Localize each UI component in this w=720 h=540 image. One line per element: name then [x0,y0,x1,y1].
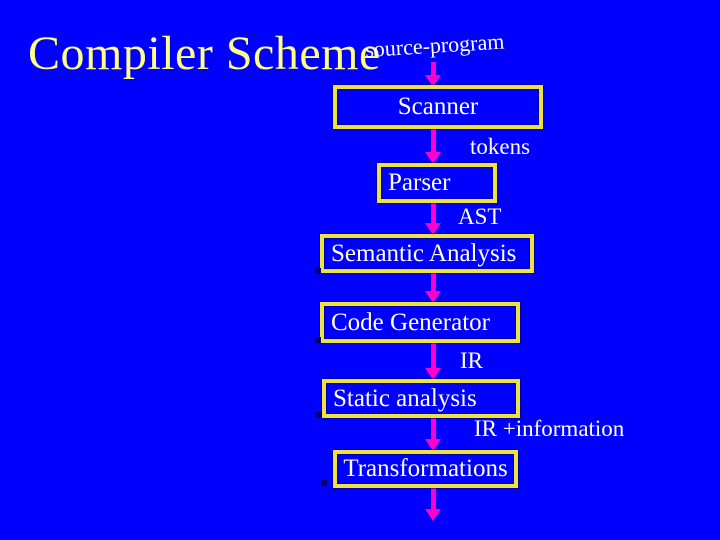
box-transformations-label: Transformations [343,455,508,482]
flow-arrow-semantic-to-codegen [425,272,441,303]
corner-artifact [321,480,327,486]
box-semantic-analysis-label: Semantic Analysis [331,239,517,267]
box-static-analysis: Static analysis [322,379,520,418]
label-ir-information: IR +information [474,416,625,441]
arrow-shaft [430,342,436,368]
arrow-down-icon [425,368,441,380]
box-parser-label: Parser [388,169,451,196]
corner-artifact [316,412,322,418]
box-code-generator-label: Code Generator [331,308,490,336]
corner-artifact [315,337,321,343]
flow-arrow-source-to-scanner [425,62,441,87]
arrow-down-icon [425,509,441,521]
flow-arrow-parser-to-semantic [425,202,441,235]
arrow-down-icon [425,152,441,164]
arrow-down-icon [425,223,441,235]
box-scanner: Scanner [333,85,543,129]
flow-arrow-transform-output [425,487,441,521]
box-semantic-analysis: Semantic Analysis [320,234,534,273]
arrow-shaft [430,202,436,223]
label-ast: AST [458,204,502,229]
box-parser: Parser [377,163,497,203]
flow-arrow-static-to-transform [425,417,441,451]
label-tokens: tokens [470,134,531,159]
box-static-analysis-label: Static analysis [333,384,477,412]
slide-title: Compiler Scheme [28,27,381,80]
arrow-shaft [430,128,436,152]
arrow-down-icon [425,75,441,87]
arrow-down-icon [425,291,441,303]
label-source-program: source-program [364,28,505,63]
box-scanner-label: Scanner [397,93,479,120]
arrow-down-icon [425,439,441,451]
label-ir: IR [460,348,483,373]
arrow-shaft [430,62,436,75]
arrow-shaft [430,487,436,509]
box-code-generator: Code Generator [320,302,520,343]
corner-artifact [315,268,321,274]
box-transformations: Transformations [333,450,518,488]
flow-arrow-scanner-to-parser [425,128,441,164]
flow-arrow-codegen-to-static [425,342,441,380]
arrow-shaft [430,417,436,439]
arrow-shaft [430,272,436,291]
